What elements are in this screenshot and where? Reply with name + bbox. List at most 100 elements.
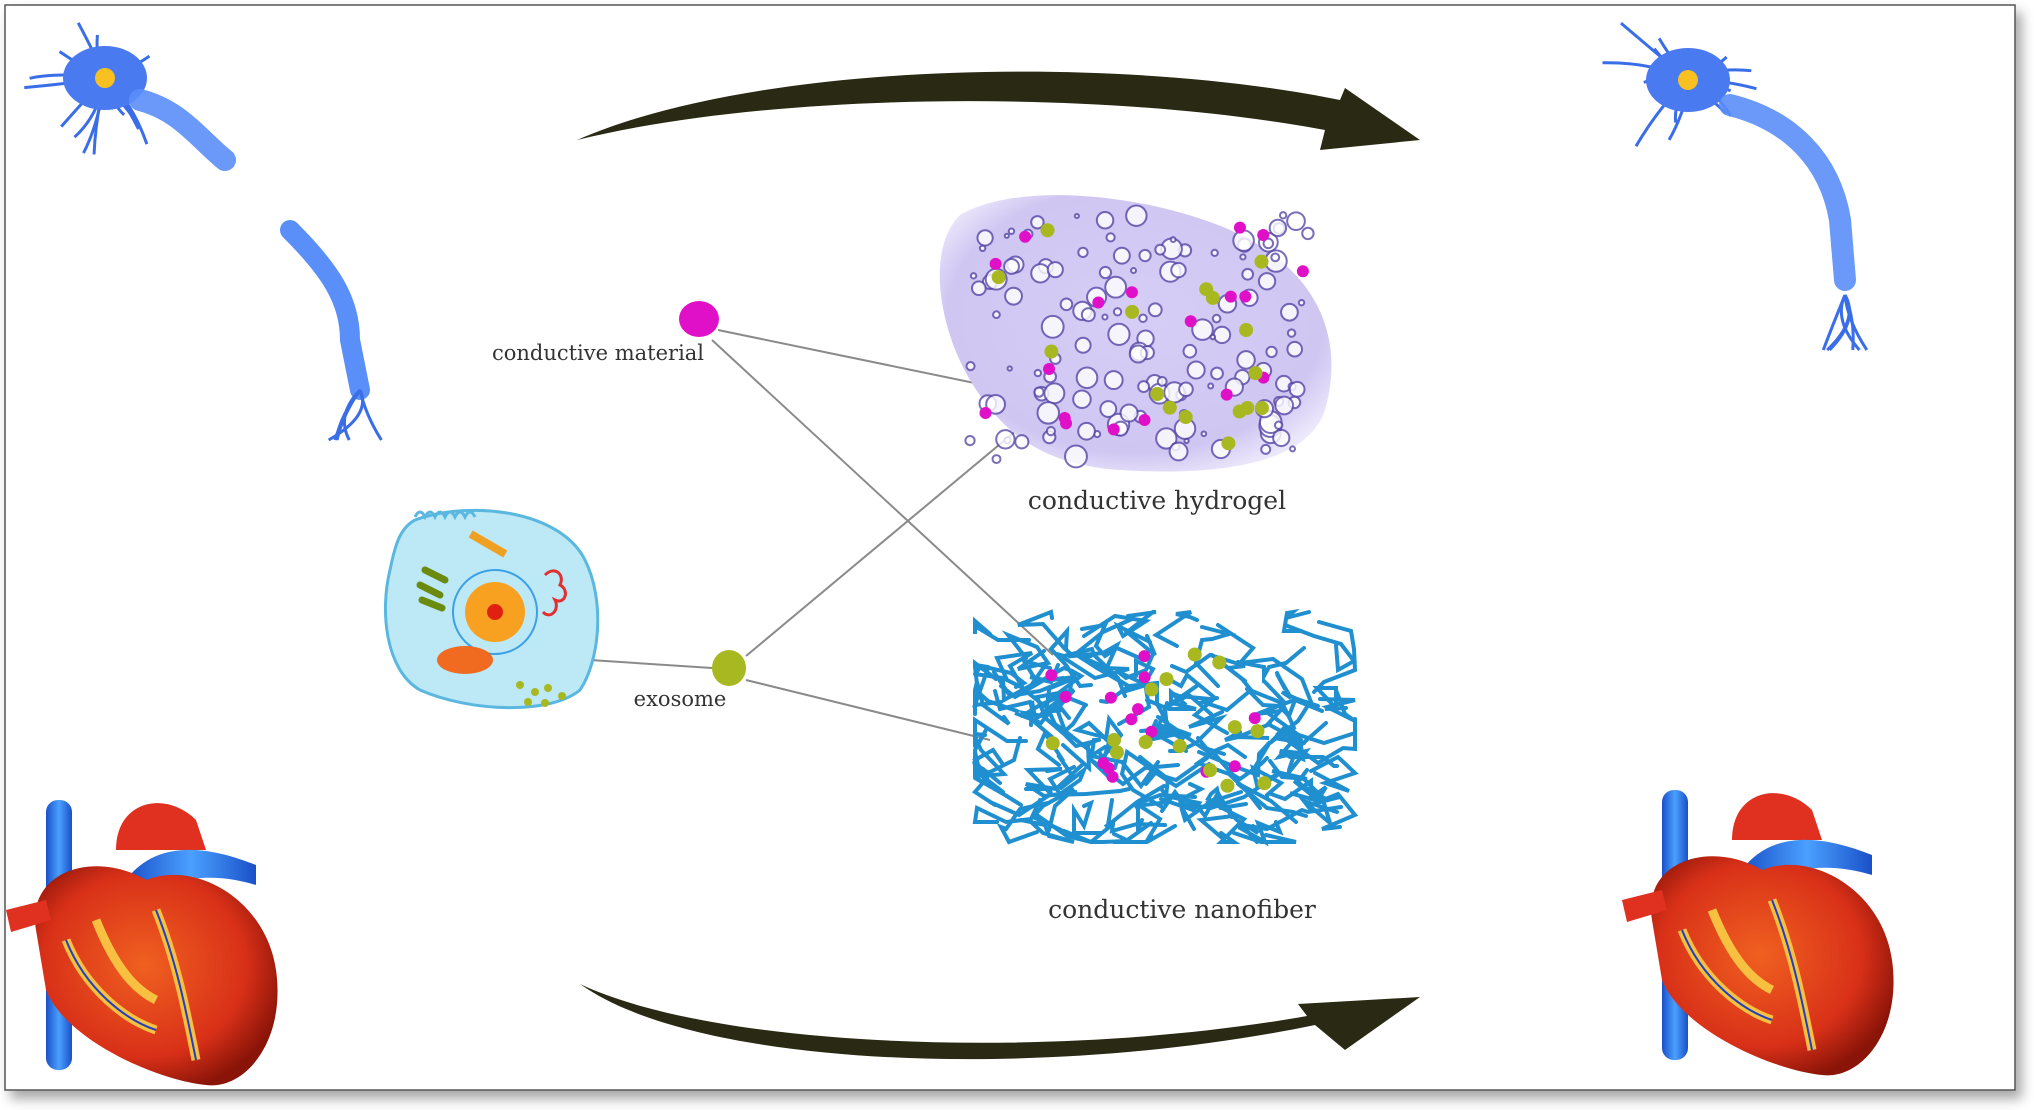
gel-bubble — [965, 361, 976, 372]
gel-bubble — [1138, 248, 1152, 263]
fiber-strand — [973, 616, 1031, 642]
axon — [1719, 94, 1856, 291]
gel-bubble — [1232, 229, 1255, 252]
gel-bubble — [1004, 286, 1023, 306]
fiber-strand — [994, 651, 1034, 692]
fiber-conductive-particle — [1132, 703, 1145, 716]
gel-bubble — [991, 454, 1002, 465]
gel-bubble — [1030, 263, 1051, 284]
conductive-nanofiber-label: conductive nanofiber — [1048, 895, 1316, 924]
fiber-strand — [1312, 620, 1358, 694]
conductive-nanofiber-illustration — [971, 608, 1359, 847]
fiber-strand — [1197, 740, 1272, 778]
fiber-strand — [1238, 819, 1284, 847]
gel-bubble — [964, 434, 976, 447]
gel-bubble — [1033, 368, 1043, 378]
fiber-conductive-particle — [1125, 713, 1138, 726]
fiber-strand — [973, 736, 1009, 794]
fiber-strand — [1281, 608, 1311, 633]
gel-bubble — [1033, 386, 1045, 398]
gel-bubble — [1155, 427, 1178, 450]
conductive-material-dot — [679, 301, 719, 337]
gel-bubble — [1138, 313, 1148, 323]
gel-exosome-particle — [1150, 386, 1165, 401]
fiber-strand — [1312, 791, 1359, 831]
gel-bubble — [1007, 227, 1016, 235]
fiber-strand — [1318, 688, 1357, 723]
gel-bubble — [1064, 444, 1088, 469]
gel-bubble — [1297, 298, 1306, 307]
gel-bubble — [1211, 313, 1222, 324]
gel-bubble — [1112, 307, 1123, 317]
gel-exosome-particle — [1178, 410, 1193, 425]
line-material-to-hydrogel — [717, 329, 1019, 393]
gel-bubble — [1239, 253, 1247, 261]
gel-exosome-particle — [1205, 290, 1220, 305]
gel-bubble — [1262, 237, 1275, 250]
fiber-strand — [1048, 625, 1093, 689]
fiber-strand — [1170, 652, 1247, 683]
fiber-strand — [973, 716, 1028, 745]
axon-terminal — [358, 389, 383, 441]
fiber-exosome-particle — [1109, 745, 1124, 760]
gel-exosome-particle — [1162, 400, 1177, 415]
gel-bubble — [1112, 246, 1131, 265]
fiber-exosome-particle — [1257, 776, 1272, 791]
fiber-exosome-particle — [1159, 672, 1174, 687]
fiber-exosome-particle — [1187, 647, 1202, 662]
gel-exosome-particle — [1254, 254, 1269, 269]
gel-exosome-particle — [1254, 401, 1269, 416]
line-cell-to-exosome — [574, 658, 713, 669]
fiber-strand — [1275, 671, 1314, 708]
gel-conductive-particle — [1257, 228, 1270, 241]
gel-bubble — [1212, 325, 1232, 345]
gel-bubble — [1289, 445, 1297, 453]
gel-bubble — [1074, 336, 1092, 354]
gel-bubble — [1006, 365, 1013, 372]
fiber-strand — [1196, 813, 1260, 839]
fiber-strand — [1024, 763, 1084, 799]
gel-bubble — [1045, 425, 1057, 437]
fiber-strand — [1216, 623, 1313, 704]
gel-conductive-particle — [1184, 315, 1197, 328]
gel-bubble — [1040, 314, 1065, 339]
gel-bubble — [1280, 302, 1299, 322]
gel-bubble — [1191, 318, 1214, 341]
fiber-strand — [1236, 646, 1306, 684]
gel-bubble — [1156, 376, 1168, 387]
gel-bubble — [1178, 381, 1194, 398]
gel-bubble — [1075, 366, 1099, 390]
fiber-exosome-particle — [1227, 720, 1242, 735]
fiber-strand — [1061, 738, 1102, 773]
gel-bubble — [1137, 380, 1151, 394]
gel-bubble — [1095, 211, 1115, 230]
gel-bubble — [1154, 243, 1167, 256]
fiber-strand — [1289, 779, 1328, 812]
gel-bubble — [1046, 261, 1064, 279]
gel-conductive-particle — [979, 407, 992, 420]
neuron-top-right — [1602, 21, 1869, 352]
fiber-strand — [1204, 790, 1248, 844]
gel-bubble — [1073, 212, 1080, 220]
exosome-dot — [712, 650, 746, 686]
gel-conductive-particle — [1019, 230, 1032, 243]
fiber-strand — [1019, 818, 1075, 844]
gel-bubble — [1077, 421, 1096, 441]
axon-terminal — [1843, 294, 1855, 351]
fiber-strand — [1123, 610, 1157, 657]
gel-exosome-particle — [1239, 323, 1254, 338]
fiber-strand — [1278, 749, 1339, 768]
cell-illustration — [384, 508, 600, 710]
gel-bubble — [1105, 232, 1116, 243]
fiber-conductive-particle — [1138, 650, 1151, 663]
fiber-exosome-particle — [1250, 724, 1265, 739]
gel-conductive-particle — [989, 257, 1002, 270]
gel-bubble — [1169, 236, 1177, 243]
gel-bubble — [1168, 441, 1189, 462]
gel-bubble — [1236, 350, 1256, 370]
fiber-strand — [972, 798, 1042, 825]
gel-bubble — [1072, 389, 1092, 410]
neuron-nucleus — [1678, 70, 1698, 90]
conductive-hydrogel-illustration — [939, 195, 1332, 472]
gel-conductive-particle — [1107, 423, 1120, 436]
